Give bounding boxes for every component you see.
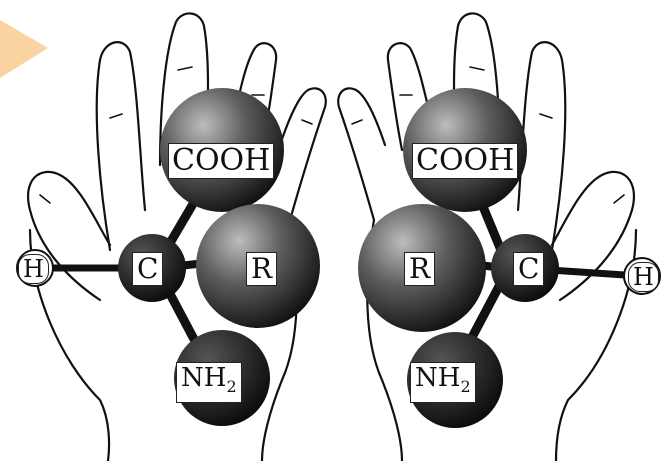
right-carbon-label: C xyxy=(513,252,544,286)
right-nh-text: NH xyxy=(415,363,460,393)
left-nh-subscript: 2 xyxy=(226,377,236,396)
left-r-label: R xyxy=(246,252,277,286)
left-carbon-label: C xyxy=(132,252,163,286)
left-nh2-label: NH2 xyxy=(176,362,242,403)
left-hydrogen-label: H xyxy=(18,254,49,284)
right-nh-subscript: 2 xyxy=(460,377,470,396)
right-nh2-label: NH2 xyxy=(410,362,476,403)
left-cooh-label: COOH xyxy=(168,143,274,179)
right-hydrogen-label: H xyxy=(628,262,659,292)
accent-triangle xyxy=(0,20,48,78)
right-cooh-label: COOH xyxy=(412,143,518,179)
left-nh-text: NH xyxy=(181,363,226,393)
right-r-label: R xyxy=(404,252,435,286)
